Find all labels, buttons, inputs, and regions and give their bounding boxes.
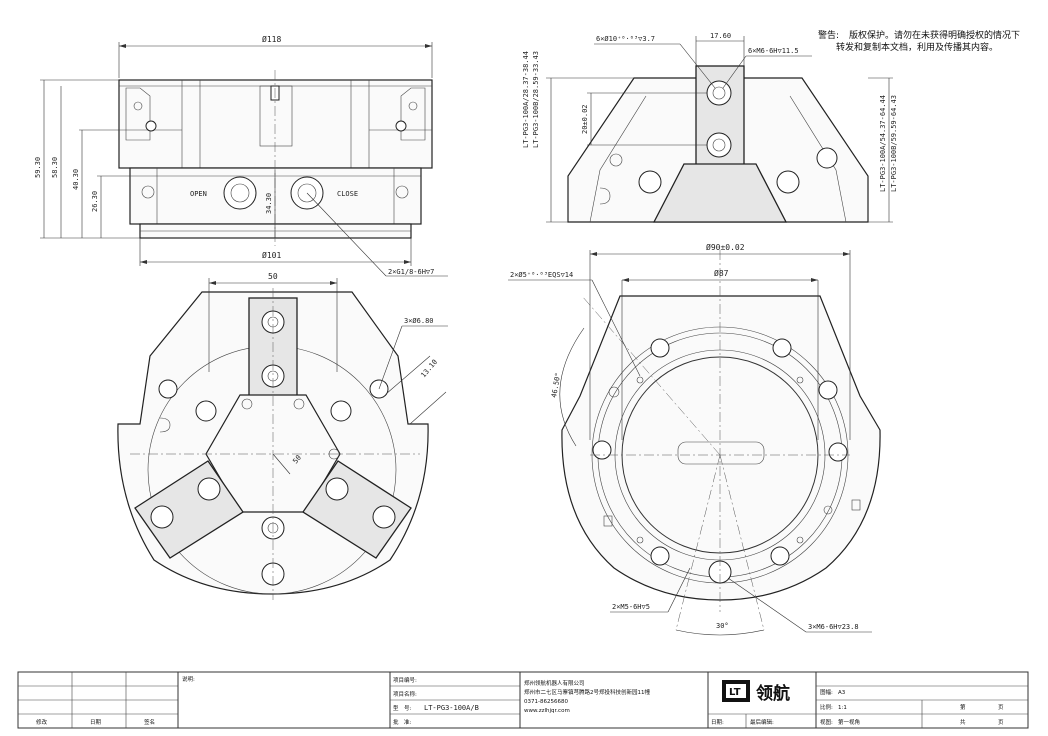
dim-jaw-angle: 13.10 [419, 358, 439, 379]
dim-side-right-a: LT-PG3-100A/54.37-64.44 [879, 95, 887, 192]
side-view: LT-PG3-100A/28.37-38.44 LT-PG3-100B/28.5… [522, 32, 898, 223]
dim-width-bottom: Ø101 [262, 250, 281, 260]
dim-center: 34.30 [265, 193, 273, 214]
tb-phone: 0371-86256680 [524, 699, 568, 705]
face-view: Ø90±0.02 Ø87 2×Ø5⁺⁰·⁰³EQS▽14 46.50° 2×M5… [508, 242, 881, 636]
dim-side-left-b: LT-PG3-100B/28.59-33.43 [532, 51, 540, 148]
tb-company: 郑州领航机器人有限公司 [524, 679, 585, 687]
tb-scale-label: 比例: [820, 703, 833, 711]
tb-total-label: 共 [960, 718, 966, 726]
warning-line1: 版权保护。请勿在未获得明确授权的情况下 [849, 29, 1020, 41]
warning-label: 警告: [818, 29, 839, 41]
jaw-view: 50 3×Ø6.80 13.10 50 [117, 272, 448, 600]
logo-mark: LT [729, 687, 741, 698]
tb-sign: 签名 [144, 718, 155, 726]
tb-model-label: 型 号: [393, 704, 412, 712]
dim-width-top: Ø118 [262, 34, 281, 44]
dim-side-thread: 6×M6-6H▽11.5 [748, 47, 799, 55]
dim-side-height: 20±0.02 [581, 104, 589, 134]
dim-face-thread1: 2×M5-6H▽5 [612, 603, 650, 611]
dim-face-angle2: 30° [716, 622, 729, 630]
title-block: 修改 日期 签名 说明: 项目编号: 项目名称: 型 号: LT-PG3-100… [17, 671, 1029, 729]
dim-jaw-holes: 3×Ø6.80 [404, 317, 434, 325]
dim-h4: 26.30 [91, 191, 99, 212]
port-open-label: OPEN [190, 190, 207, 198]
tb-editor: 最后编辑: [750, 718, 774, 726]
copyright-warning: 警告: 版权保护。请勿在未获得明确授权的情况下 转发和复制本文档，利用及传播其内… [818, 29, 1020, 53]
tb-approve: 批 准: [393, 718, 412, 726]
dim-face-inner: Ø87 [714, 268, 729, 278]
dim-jaw-width: 50 [268, 272, 278, 281]
tb-total-unit: 页 [998, 719, 1004, 726]
tb-revise: 修改 [36, 718, 48, 726]
dim-h3: 40.30 [72, 169, 80, 190]
tb-project-name: 项目名称: [393, 690, 417, 698]
dim-side-hole: 6×Ø10⁺⁰·⁰³▽3.7 [596, 35, 655, 43]
tb-model-value: LT-PG3-100A/B [424, 704, 479, 712]
dim-face-outer: Ø90±0.02 [706, 242, 745, 252]
dim-port: 2×G1/8-6H▽7 [388, 268, 434, 276]
dim-side-width: 17.60 [710, 32, 731, 40]
tb-view-label: 视图: [820, 718, 833, 726]
dim-side-left-a: LT-PG3-100A/28.37-38.44 [522, 51, 530, 148]
dim-h1: 59.30 [34, 157, 42, 178]
tb-date: 日期 [90, 719, 102, 726]
tb-scale: 1:1 [838, 705, 847, 711]
dim-h2: 58.30 [51, 157, 59, 178]
tb-web: www.zzlhjqr.com [524, 708, 570, 714]
tb-project-no: 项目编号: [393, 676, 417, 684]
tb-sheet-size-label: 图幅: [820, 688, 833, 696]
dim-face-thread2: 3×M6-6H▽23.8 [808, 623, 859, 631]
tb-date-label: 日期: [711, 719, 724, 726]
dim-jaw-center: 50 [291, 454, 303, 466]
port-close-label: CLOSE [337, 190, 358, 198]
dim-face-pin: 2×Ø5⁺⁰·⁰³EQS▽14 [510, 271, 573, 279]
warning-line2: 转发和复制本文档，利用及传播其内容。 [836, 41, 998, 53]
logo-text: 领航 [756, 683, 790, 704]
tb-address: 郑州市二七区马寨镇芎腾路2号郑投科技创新园11幢 [524, 688, 650, 696]
tb-page-label: 第 [960, 703, 966, 711]
dim-side-right-b: LT-PG3-100B/59.59-64.43 [890, 95, 898, 192]
tb-note: 说明: [182, 675, 195, 683]
front-view: Ø118 OPEN CLOSE [34, 34, 448, 277]
tb-sheet-size: A3 [838, 690, 846, 696]
tb-view: 第一视角 [838, 718, 860, 726]
tb-page-unit: 页 [998, 704, 1004, 711]
